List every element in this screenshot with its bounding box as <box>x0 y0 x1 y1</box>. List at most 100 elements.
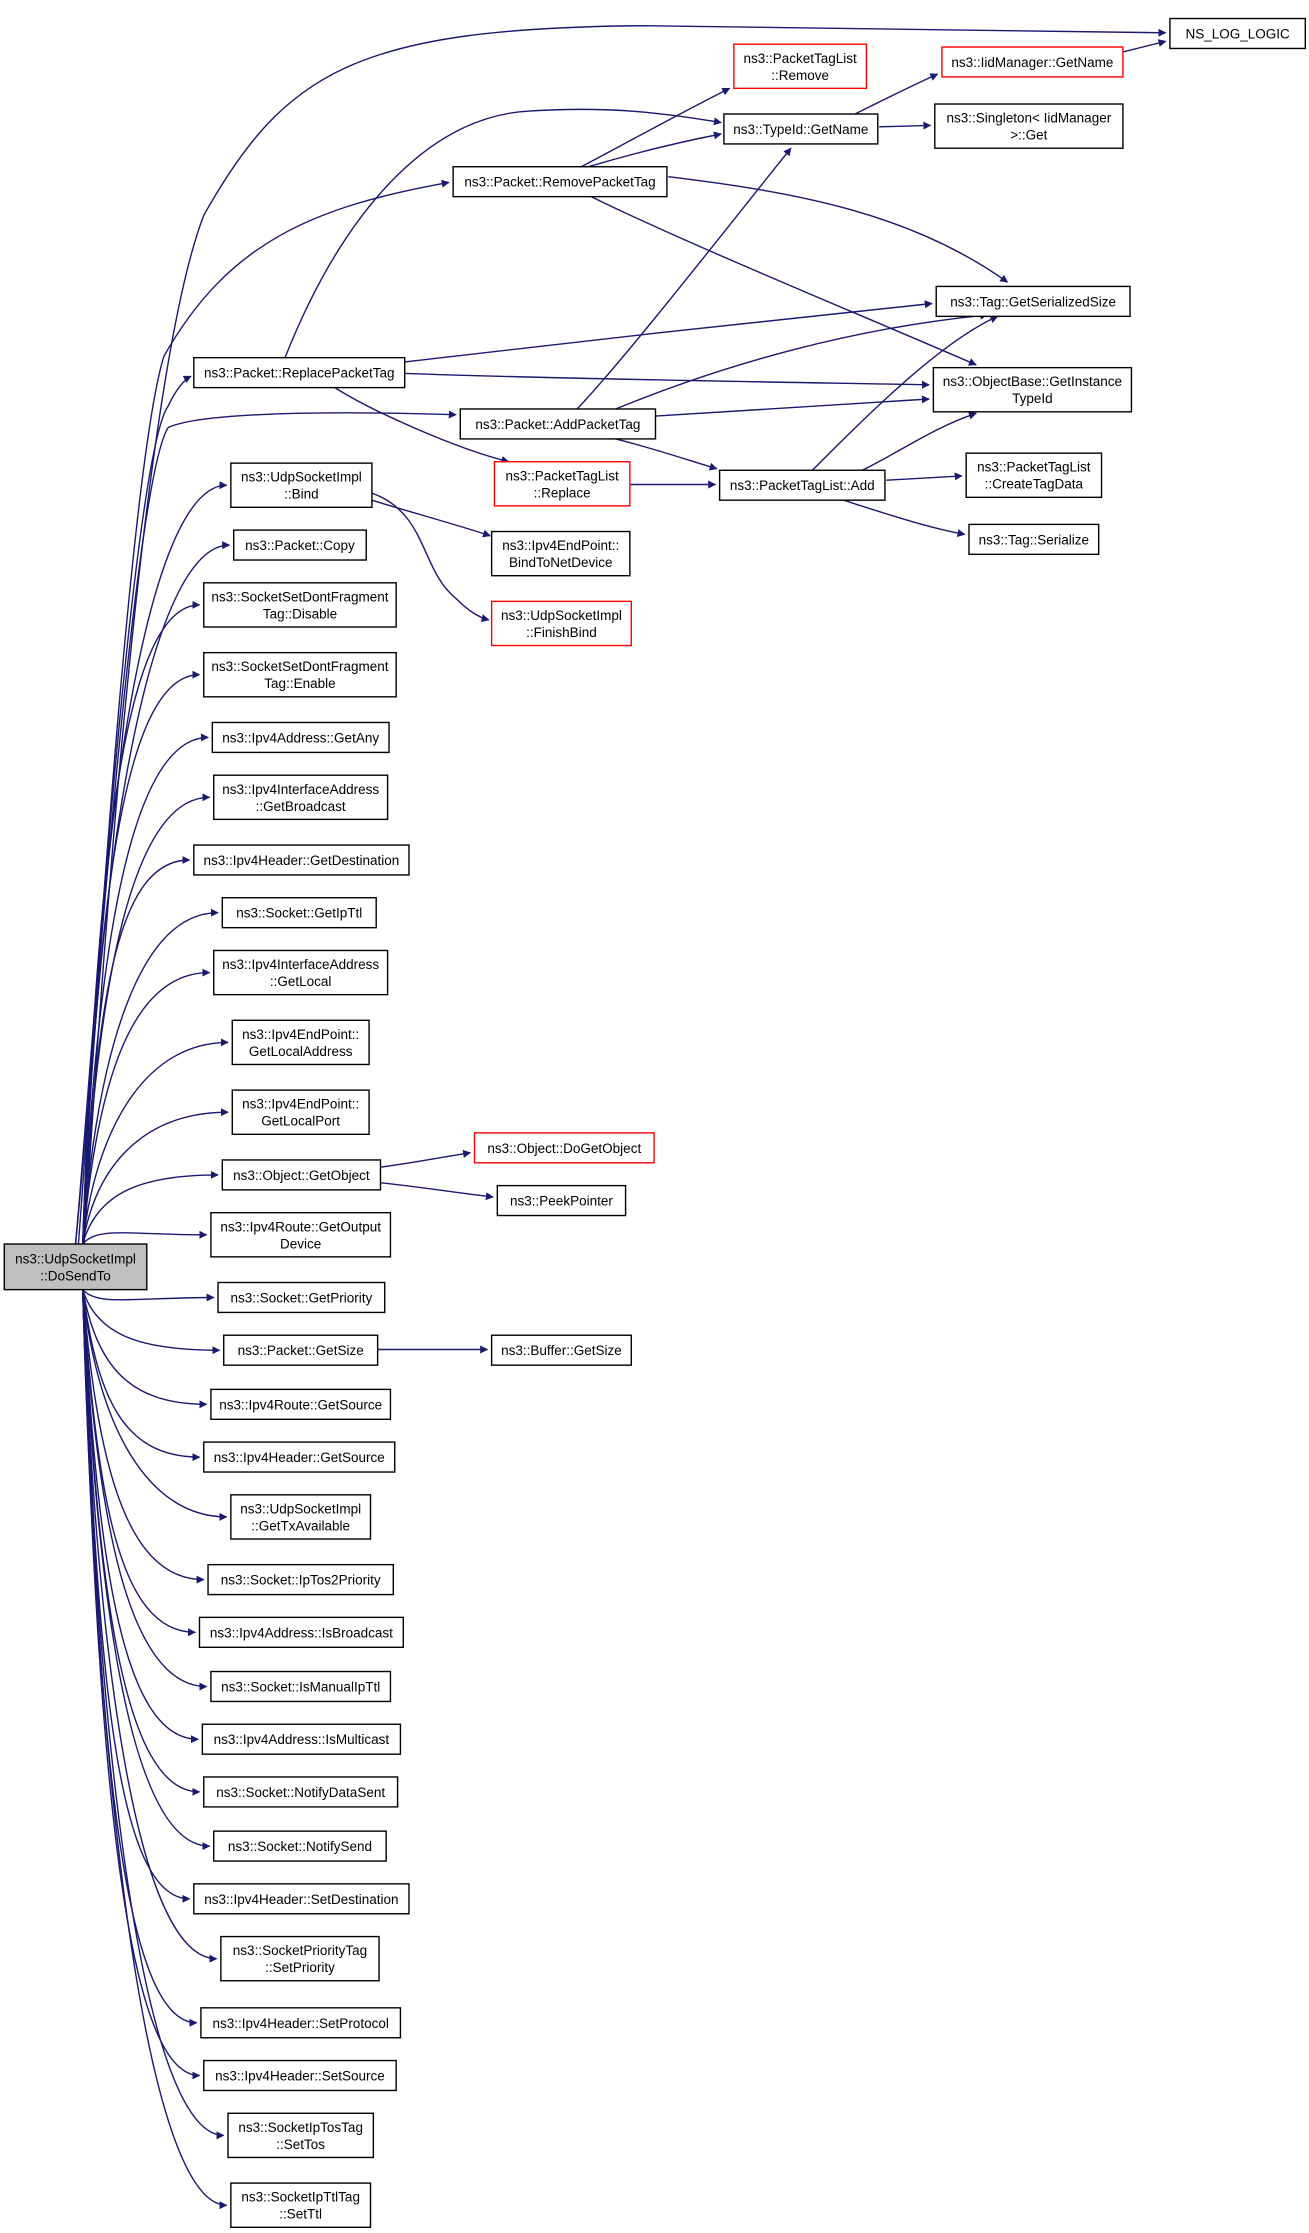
node-singletonget[interactable]: ns3::Singleton< IidManager>::Get <box>934 103 1124 149</box>
edge-dosendto-to-iptos2priority <box>82 1289 205 1584</box>
edge-tagadd-to-createtagdata <box>886 472 963 481</box>
node-label: ::Remove <box>771 68 829 83</box>
node-label: ns3::Packet::Copy <box>245 538 355 553</box>
node-gettxavailable[interactable]: ns3::UdpSocketImpl::GetTxAvailable <box>230 1494 372 1540</box>
node-box <box>198 1616 404 1648</box>
node-iidgetname[interactable]: ns3::IidManager::GetName <box>941 46 1124 78</box>
node-tagremove[interactable]: ns3::PacketTagList::Remove <box>733 43 868 90</box>
edge-dosendto-to-setttl <box>82 1289 228 2210</box>
edge-dosendto-to-getoutputdevice <box>82 1230 208 1245</box>
node-ismulticast[interactable]: ns3::Ipv4Address::IsMulticast <box>201 1723 402 1755</box>
node-finishbind[interactable]: ns3::UdpSocketImpl::FinishBind <box>490 600 632 647</box>
node-box <box>213 1830 387 1862</box>
node-setdestination[interactable]: ns3::Ipv4Header::SetDestination <box>193 1883 410 1915</box>
node-box <box>968 523 1100 556</box>
node-label: ns3::Ipv4Header::SetSource <box>215 2069 385 2084</box>
node-box <box>493 461 631 507</box>
node-getbroadcast[interactable]: ns3::Ipv4InterfaceAddress::GetBroadcast <box>213 774 389 821</box>
node-settos[interactable]: ns3::SocketIpTosTag::SetTos <box>227 2112 375 2159</box>
node-tagadd[interactable]: ns3::PacketTagList::Add <box>718 469 886 501</box>
node-typeidgetname[interactable]: ns3::TypeId::GetName <box>723 113 879 145</box>
node-box <box>201 1723 402 1755</box>
node-packetgetsize[interactable]: ns3::Packet::GetSize <box>223 1334 379 1366</box>
node-setttl[interactable]: ns3::SocketIpTtlTag::SetTtl <box>230 2182 372 2228</box>
node-ns-log-logic[interactable]: NS_LOG_LOGIC <box>1169 17 1307 50</box>
node-label: ns3::UdpSocketImpl <box>241 470 362 485</box>
node-label: ns3::Packet::AddPacketTag <box>475 417 640 432</box>
edge-objectgetobject-to-peekpointer <box>380 1182 494 1201</box>
node-box <box>200 2007 402 2039</box>
node-tagserializedsize[interactable]: ns3::Tag::GetSerializedSize <box>935 285 1131 318</box>
node-label: GetLocalAddress <box>249 1044 353 1059</box>
edge-dosendto-to-dontfragenable <box>82 670 201 1245</box>
node-notifysend[interactable]: ns3::Socket::NotifySend <box>213 1830 387 1862</box>
node-label: ::CreateTagData <box>985 477 1084 492</box>
node-buffergetsize[interactable]: ns3::Buffer::GetSize <box>490 1334 632 1366</box>
edge-dosendto-to-getlocalport <box>82 1108 229 1245</box>
node-udpbind[interactable]: ns3::UdpSocketImpl::Bind <box>230 462 373 508</box>
edge-tagadd-to-getinstancetypeid <box>861 411 977 471</box>
node-label: NS_LOG_LOGIC <box>1185 26 1290 41</box>
edge-dosendto-to-packetgetsize <box>82 1289 221 1355</box>
node-label: ns3::Tag::GetSerializedSize <box>950 294 1116 309</box>
edge-iidgetname-to-ns-log-logic <box>1119 39 1167 54</box>
node-box <box>221 1159 382 1191</box>
edge-removepackettag-to-tagserializedsize <box>668 176 1009 283</box>
node-setsource[interactable]: ns3::Ipv4Header::SetSource <box>203 2059 397 2092</box>
node-box <box>490 1334 632 1366</box>
node-iptos2priority[interactable]: ns3::Socket::IpTos2Priority <box>207 1563 395 1596</box>
node-label: ns3::Ipv4InterfaceAddress <box>222 782 379 797</box>
node-setprotocol[interactable]: ns3::Ipv4Header::SetProtocol <box>200 2007 402 2039</box>
node-packetcopy[interactable]: ns3::Packet::Copy <box>232 529 367 561</box>
node-getipttl[interactable]: ns3::Socket::GetIpTtl <box>221 897 377 929</box>
node-ipv4getany[interactable]: ns3::Ipv4Address::GetAny <box>211 721 390 754</box>
node-label: ns3::Socket::GetPriority <box>230 1290 372 1305</box>
edge-addpackettag-to-getinstancetypeid <box>655 395 930 417</box>
node-addpackettag[interactable]: ns3::Packet::AddPacketTag <box>459 408 657 440</box>
node-objectgetobject[interactable]: ns3::Object::GetObject <box>221 1159 382 1191</box>
node-label: ns3::Packet::GetSize <box>238 1343 364 1358</box>
node-ismanualipttl[interactable]: ns3::Socket::IsManualIpTtl <box>210 1670 392 1703</box>
node-dogetobject[interactable]: ns3::Object::DoGetObject <box>473 1132 655 1164</box>
node-headergetsource[interactable]: ns3::Ipv4Header::GetSource <box>203 1441 396 1473</box>
node-label: ::Bind <box>284 487 319 502</box>
node-label: ns3::Socket::IsManualIpTtl <box>221 1679 380 1694</box>
node-replacepackettag[interactable]: ns3::Packet::ReplacePacketTag <box>193 356 406 389</box>
node-setpriority[interactable]: ns3::SocketPriorityTag::SetPriority <box>220 1935 380 1982</box>
node-box <box>965 452 1103 499</box>
node-box <box>203 1441 396 1473</box>
edge-objectgetobject-to-dogetobject <box>380 1149 472 1168</box>
node-tagserialize[interactable]: ns3::Tag::Serialize <box>968 523 1100 556</box>
node-box <box>227 2112 375 2159</box>
edge-tagadd-to-tagserializedsize <box>811 315 999 471</box>
node-getlocalport[interactable]: ns3::Ipv4EndPoint::GetLocalPort <box>231 1089 370 1135</box>
node-label: ns3::Ipv4EndPoint:: <box>242 1097 359 1112</box>
node-getpriority[interactable]: ns3::Socket::GetPriority <box>217 1281 386 1314</box>
node-getdestination[interactable]: ns3::Ipv4Header::GetDestination <box>193 844 410 876</box>
edge-replacepackettag-to-getinstancetypeid <box>404 372 930 389</box>
node-label: ns3::Singleton< IidManager <box>946 111 1111 126</box>
node-label: GetLocalPort <box>261 1114 340 1129</box>
node-createtagdata[interactable]: ns3::PacketTagList::CreateTagData <box>965 452 1103 499</box>
node-notifydatasent[interactable]: ns3::Socket::NotifyDataSent <box>203 1776 399 1808</box>
node-bindtonetdevice[interactable]: ns3::Ipv4EndPoint::BindToNetDevice <box>490 530 631 577</box>
node-peekpointer[interactable]: ns3::PeekPointer <box>496 1184 627 1217</box>
node-label: ::Replace <box>534 485 591 500</box>
node-label: ns3::PacketTagList <box>505 468 619 483</box>
edge-replacepackettag-to-typeidgetname <box>284 108 722 358</box>
node-getlocaladdress[interactable]: ns3::Ipv4EndPoint::GetLocalAddress <box>231 1019 370 1066</box>
node-tagreplace[interactable]: ns3::PacketTagList::Replace <box>493 461 631 507</box>
node-isbroadcast[interactable]: ns3::Ipv4Address::IsBroadcast <box>198 1616 404 1648</box>
node-box <box>203 1776 399 1808</box>
edge-dosendto-to-routegetsource <box>82 1289 208 1409</box>
node-removepackettag[interactable]: ns3::Packet::RemovePacketTag <box>452 166 668 198</box>
node-box <box>934 103 1124 149</box>
node-getlocal[interactable]: ns3::Ipv4InterfaceAddress::GetLocal <box>213 949 389 996</box>
node-routegetsource[interactable]: ns3::Ipv4Route::GetSource <box>210 1388 392 1420</box>
node-dosendto[interactable]: ns3::UdpSocketImpl::DoSendTo <box>3 1243 148 1291</box>
